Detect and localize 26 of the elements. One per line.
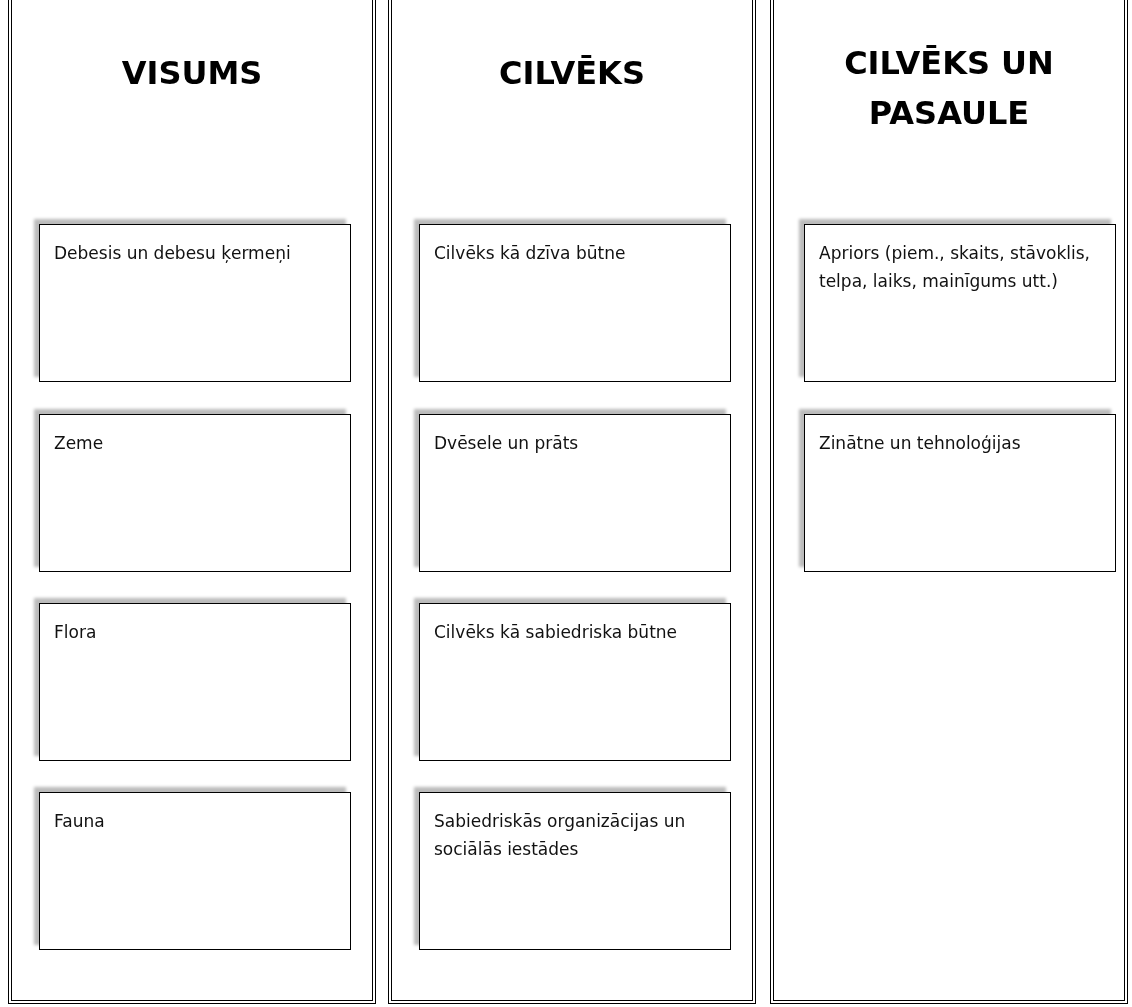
topic-box <box>804 414 1116 572</box>
topic-box <box>419 414 731 572</box>
topic-text: Zinātne un tehnoloģijas <box>819 432 1022 455</box>
topic-text: Sabiedriskās organizācijas un sociālās iestādes <box>434 810 687 861</box>
topic-box <box>39 414 351 572</box>
topic-box <box>39 792 351 950</box>
topic-text: Fauna <box>54 810 106 833</box>
topic-text: Apriors (piem., skaits, stāvoklis, telpa, laiks, mainīgums utt.) <box>819 242 1091 293</box>
topic-text: Debesis un debesu ķermeņi <box>54 242 292 265</box>
column-panel <box>770 0 1128 1004</box>
topic-text: Flora <box>54 621 98 644</box>
column-panel <box>388 0 756 1004</box>
topic-text: Cilvēks kā sabiedriska būtne <box>434 621 679 644</box>
column-heading: VISUMS <box>121 53 263 94</box>
topic-box <box>419 603 731 761</box>
topic-box <box>39 224 351 382</box>
topic-box <box>39 603 351 761</box>
column-heading: CILVĒKS <box>499 53 645 94</box>
column-heading: CILVĒKS UN PASAULE <box>843 43 1055 134</box>
column-panel <box>8 0 376 1004</box>
topic-text: Dvēsele un prāts <box>434 432 580 455</box>
topic-box <box>419 224 731 382</box>
topic-text: Zeme <box>54 432 105 455</box>
topic-box <box>419 792 731 950</box>
topic-box <box>804 224 1116 382</box>
topic-text: Cilvēks kā dzīva būtne <box>434 242 627 265</box>
